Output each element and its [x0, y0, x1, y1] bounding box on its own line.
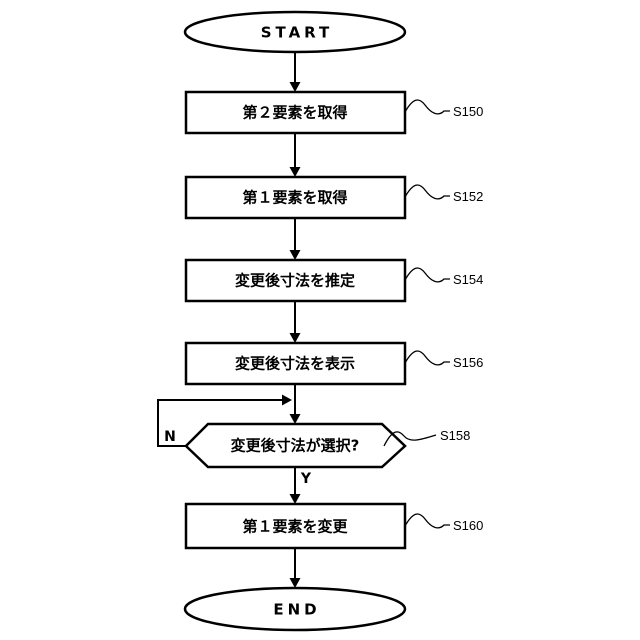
arrowhead-s158 [290, 414, 301, 424]
decision-s158-label: 変更後寸法が選択? [231, 437, 360, 455]
ref-leader-s160 [405, 514, 450, 528]
arrowhead-s160 [290, 494, 301, 504]
arrowhead-end [290, 578, 301, 588]
process-step-s152: 第１要素を取得 [186, 177, 405, 218]
step-s154-label: 変更後寸法を推定 [235, 272, 355, 290]
process-step-s150: 第２要素を取得 [186, 92, 405, 133]
arrowhead-no-loop [282, 395, 292, 406]
process-step-s156: 変更後寸法を表示 [186, 343, 405, 384]
process-step-s154: 変更後寸法を推定 [186, 260, 405, 301]
ref-s160: S160 [453, 518, 483, 533]
branch-label-yes: Y [300, 471, 312, 487]
ref-s154: S154 [453, 272, 483, 287]
ref-leader-s152 [405, 185, 450, 199]
step-s152-label: 第１要素を取得 [242, 189, 347, 207]
step-s150-label: 第２要素を取得 [242, 104, 347, 122]
arrowhead-s154 [290, 250, 301, 260]
arrowhead-s156 [290, 333, 301, 343]
arrowhead-s150 [290, 82, 301, 92]
process-step-s160: 第１要素を変更 [186, 504, 405, 548]
end-label: END [273, 601, 320, 619]
ref-s152: S152 [453, 189, 483, 204]
ref-s158: S158 [440, 428, 470, 443]
ref-s156: S156 [453, 355, 483, 370]
start-label: START [261, 24, 334, 42]
ref-leader-s150 [405, 100, 450, 114]
step-s156-label: 変更後寸法を表示 [235, 355, 355, 373]
decision-s158: 変更後寸法が選択? [186, 424, 405, 467]
ref-leader-s156 [405, 351, 450, 365]
arrowhead-s152 [290, 167, 301, 177]
start-terminal: START [185, 12, 405, 52]
ref-s150: S150 [453, 104, 483, 119]
branch-label-no: N [164, 429, 176, 445]
end-terminal: END [185, 588, 405, 630]
step-s160-label: 第１要素を変更 [242, 518, 348, 536]
ref-leader-s154 [405, 268, 450, 282]
